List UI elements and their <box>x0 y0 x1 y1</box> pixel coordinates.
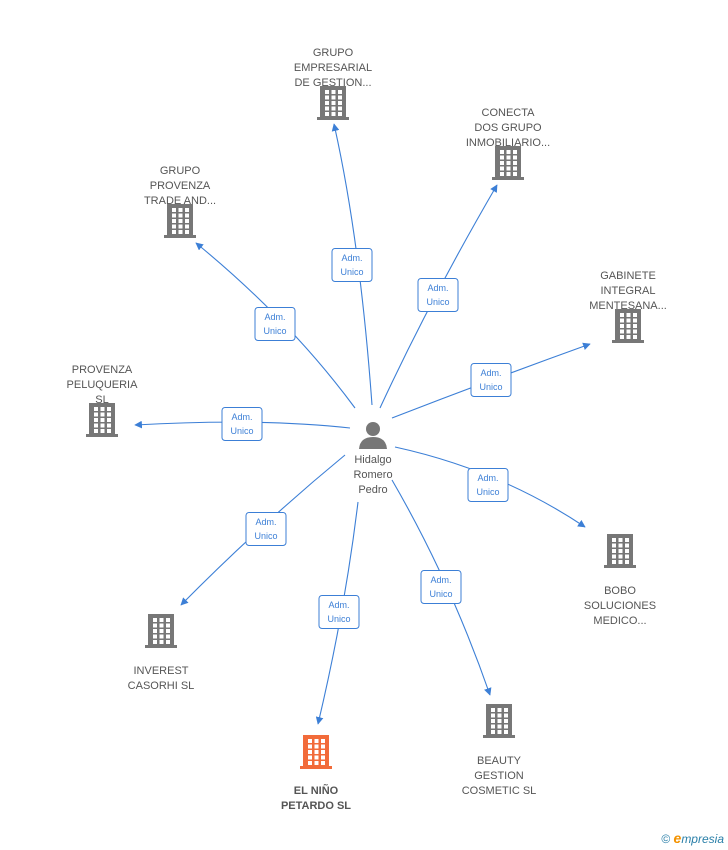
relation-badge[interactable]: Adm. Unico <box>467 468 509 502</box>
relation-label: Unico <box>479 382 502 392</box>
building-icon <box>604 534 636 568</box>
copyright-symbol: © <box>661 832 671 846</box>
relation-label: Unico <box>426 297 449 307</box>
relation-badge[interactable]: Adm. Unico <box>331 248 373 282</box>
relation-label: Adm. <box>477 473 498 483</box>
relation-label: Adm. <box>328 600 349 610</box>
relation-badge[interactable]: Adm. Unico <box>245 512 287 546</box>
relation-label: Unico <box>327 614 350 624</box>
building-icon <box>612 309 644 343</box>
relation-label: Unico <box>263 326 286 336</box>
relation-label: Unico <box>340 267 363 277</box>
relation-label: Adm. <box>427 283 448 293</box>
relation-label: Unico <box>230 426 253 436</box>
edges-layer <box>134 123 591 725</box>
building-icon <box>483 704 515 738</box>
person-icon <box>359 422 387 449</box>
relation-label: Adm. <box>341 253 362 263</box>
relations-layer: Adm.UnicoAdm.UnicoAdm.UnicoAdm.UnicoAdm.… <box>221 248 512 629</box>
relation-badge[interactable]: Adm. Unico <box>254 307 296 341</box>
relation-badge[interactable]: Adm. Unico <box>417 278 459 312</box>
building-icon <box>86 403 118 437</box>
building-icon <box>317 86 349 120</box>
relation-badge[interactable]: Adm. Unico <box>221 407 263 441</box>
building-icon <box>145 614 177 648</box>
relation-badge[interactable]: Adm. Unico <box>420 570 462 604</box>
relation-label: Adm. <box>264 312 285 322</box>
relation-badge[interactable]: Adm. Unico <box>318 595 360 629</box>
brand-logo-initial: e <box>673 830 682 846</box>
relation-label: Unico <box>476 487 499 497</box>
brand-logo-text: mpresia <box>681 832 724 846</box>
relation-badge[interactable]: Adm. Unico <box>470 363 512 397</box>
building-icon <box>492 146 524 180</box>
relation-label: Adm. <box>480 368 501 378</box>
building-icon <box>164 204 196 238</box>
relation-label: Unico <box>254 531 277 541</box>
building-icon <box>300 735 332 769</box>
relation-label: Adm. <box>430 575 451 585</box>
relation-label: Adm. <box>255 517 276 527</box>
footer-brand: © empresia <box>661 830 724 846</box>
relation-label: Adm. <box>231 412 252 422</box>
relation-label: Unico <box>429 589 452 599</box>
